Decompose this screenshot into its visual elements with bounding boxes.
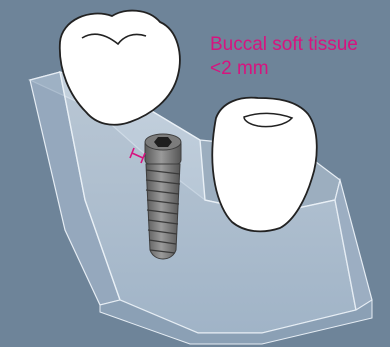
label-line-2: <2 mm <box>210 57 388 81</box>
label-line-1: Buccal soft tissue <box>210 33 388 57</box>
bone-block <box>30 72 372 344</box>
buccal-soft-tissue-label: Buccal soft tissue <2 mm <box>210 33 388 81</box>
dental-implant <box>145 134 181 259</box>
